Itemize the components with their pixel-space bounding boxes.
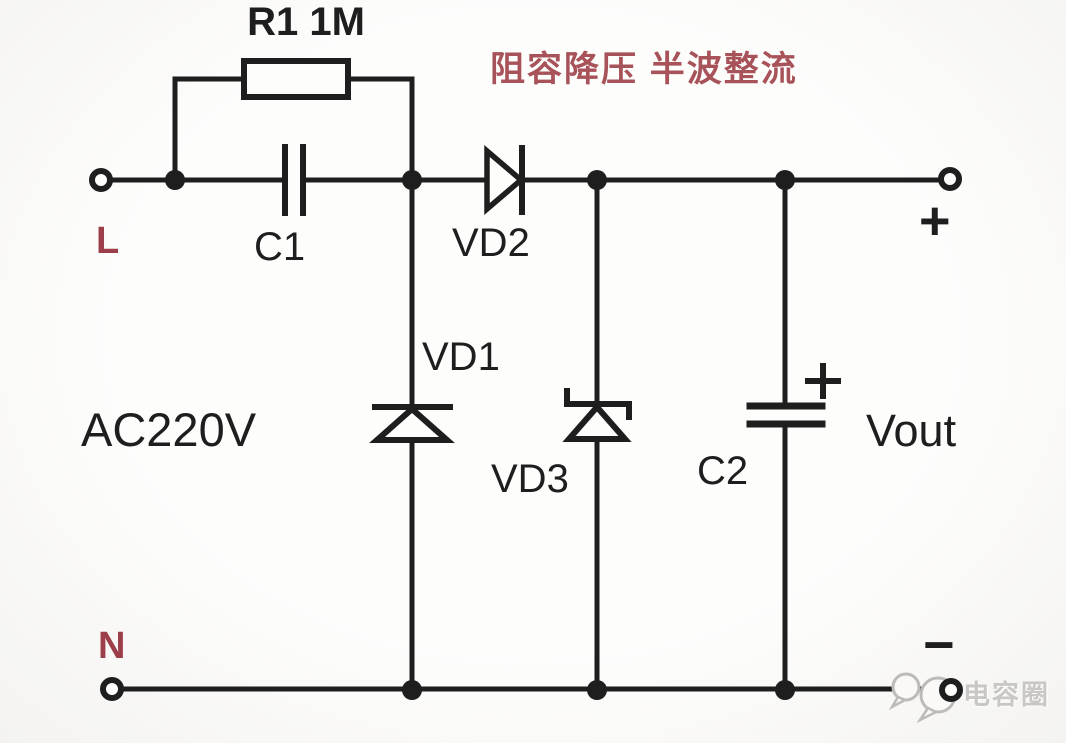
capacitor-c2-label: C2	[697, 449, 749, 493]
capacitor-c2-symbol	[746, 177, 826, 693]
c2-polarity-plus-icon	[805, 363, 841, 399]
diode-vd1-label: VD1	[422, 335, 500, 379]
output-plus-sign: +	[919, 191, 951, 251]
neutral-n-label: N	[98, 625, 126, 667]
vout-label: Vout	[866, 405, 957, 456]
terminal-n	[100, 677, 124, 701]
ac220v-label: AC220V	[81, 403, 257, 456]
diode-vd2-label: VD2	[452, 221, 530, 265]
diode-vd1-symbol	[369, 177, 455, 693]
capacitor-c1-label: C1	[254, 225, 306, 269]
capacitor-c1-symbol	[282, 144, 306, 216]
output-minus-sign: −	[923, 615, 955, 675]
zener-vd3-symbol	[562, 177, 632, 693]
watermark-text: 电容圈	[963, 680, 1050, 710]
junction-dots	[165, 170, 795, 700]
terminal-out-plus	[938, 167, 962, 191]
resistor-r1-symbol	[172, 58, 415, 183]
terminal-out-minus	[939, 678, 963, 702]
zener-vd3-label: VD3	[491, 457, 569, 501]
terminals	[89, 167, 963, 702]
line-l-label: L	[96, 220, 120, 262]
terminal-l	[89, 168, 113, 192]
resistor-r1-label: R1 1M	[247, 0, 365, 44]
diagram-title: 阻容降压 半波整流	[490, 50, 798, 89]
diode-vd2-symbol	[484, 145, 526, 215]
